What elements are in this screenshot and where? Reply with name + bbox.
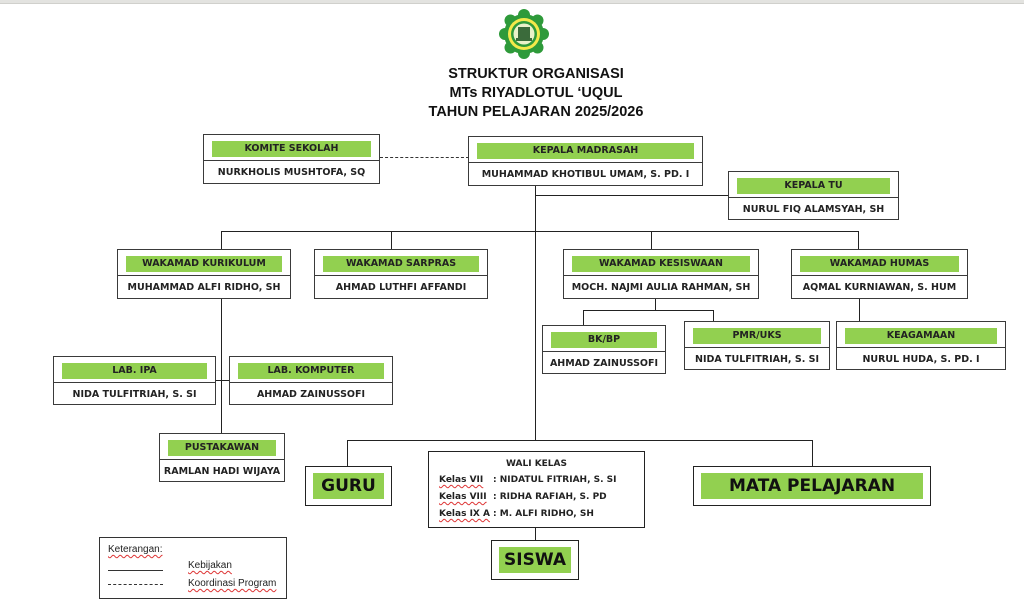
chart-title-line-3: TAHUN PELAJARAN 2025/2026 bbox=[428, 104, 644, 120]
mata-pelajaran-label: MATA PELAJARAN bbox=[701, 473, 923, 499]
wali-kelas-row: Kelas VIII : RIDHA RAFIAH, S. PD bbox=[439, 492, 607, 502]
kesiswaan-sub-bus bbox=[583, 310, 714, 311]
org-box-wakamad-sarpras: WAKAMAD SARPRAS AHMAD LUTHFI AFFANDI bbox=[314, 249, 488, 299]
org-box-lab-komputer: LAB. KOMPUTER AHMAD ZAINUSSOFI bbox=[229, 356, 393, 405]
person-name: AHMAD ZAINUSSOFI bbox=[256, 388, 366, 400]
line-to-kepala-tu bbox=[535, 195, 728, 196]
legend-solid-line bbox=[108, 570, 163, 571]
line-to-sarpras bbox=[391, 231, 392, 249]
role-label: KEPALA TU bbox=[737, 178, 890, 194]
role-label: PUSTAKAWAN bbox=[168, 440, 276, 456]
siswa-label: SISWA bbox=[499, 547, 571, 573]
main-trunk-line bbox=[535, 185, 536, 440]
person-name: MUHAMMAD ALFI RIDHO, SH bbox=[127, 282, 281, 293]
person-name: AQMAL KURNIAWAN, S. HUM bbox=[802, 282, 957, 293]
role-label: KOMITE SEKOLAH bbox=[212, 141, 371, 157]
guru-label: GURU bbox=[313, 473, 384, 499]
line-to-guru bbox=[347, 440, 348, 466]
person-name: NIDA TULFITRIAH, S. SI bbox=[72, 388, 197, 400]
role-label: LAB. IPA bbox=[62, 363, 207, 379]
role-label: WAKAMAD HUMAS bbox=[800, 256, 959, 272]
person-name: RAMLAN HADI WIJAYA bbox=[163, 465, 281, 477]
lab-connector-line bbox=[215, 380, 230, 381]
person-name: AHMAD LUTHFI AFFANDI bbox=[335, 282, 467, 293]
legend-title: Keterangan: bbox=[108, 544, 163, 555]
wakamad-bus-line bbox=[221, 231, 858, 232]
org-box-keagamaan: KEAGAMAAN NURUL HUDA, S. PD. I bbox=[836, 321, 1006, 370]
guru-box: GURU bbox=[305, 466, 392, 506]
coordination-line-komite bbox=[380, 157, 469, 158]
siswa-box: SISWA bbox=[491, 540, 579, 580]
person-name: AHMAD ZAINUSSOFI bbox=[549, 357, 659, 369]
wali-kelas-box: WALI KELAS Kelas VII : NIDATUL FITRIAH, S… bbox=[428, 451, 645, 528]
line-to-kesiswaan bbox=[651, 231, 652, 249]
legend-label-kebijakan: Kebijakan bbox=[188, 560, 232, 571]
person-name: NIDA TULFITRIAH, S. SI bbox=[695, 353, 819, 365]
wali-name: : NIDATUL FITRIAH, S. SI bbox=[493, 475, 617, 485]
line-to-mata-pelajaran bbox=[812, 440, 813, 466]
role-label: WAKAMAD KESISWAAN bbox=[572, 256, 750, 272]
wali-name: : M. ALFI RIDHO, SH bbox=[493, 509, 594, 519]
legend-label-koordinasi: Koordinasi Program bbox=[188, 578, 277, 589]
line-to-keagamaan bbox=[859, 298, 860, 321]
org-box-bk-bp: BK/BP AHMAD ZAINUSSOFI bbox=[542, 325, 666, 374]
person-name: NURKHOLIS MUSHTOFA, SQ bbox=[217, 167, 366, 178]
wali-kelas-title: WALI KELAS bbox=[505, 459, 567, 469]
bottom-bus-line bbox=[347, 440, 813, 441]
org-box-kepala-tu: KEPALA TU NURUL FIQ ALAMSYAH, SH bbox=[728, 171, 899, 220]
org-box-lab-ipa: LAB. IPA NIDA TULFITRIAH, S. SI bbox=[53, 356, 216, 405]
line-to-siswa bbox=[535, 528, 536, 540]
org-box-wakamad-kurikulum: WAKAMAD KURIKULUM MUHAMMAD ALFI RIDHO, S… bbox=[117, 249, 291, 299]
person-name: MOCH. NAJMI AULIA RAHMAN, SH bbox=[571, 282, 751, 293]
legend-box: Keterangan: Kebijakan Koordinasi Program bbox=[99, 537, 287, 599]
org-box-pmr-uks: PMR/UKS NIDA TULFITRIAH, S. SI bbox=[684, 321, 830, 370]
kelas-label: Kelas IX A bbox=[439, 509, 490, 519]
chart-title-line-2: MTs RIYADLOTUL ‘UQUL bbox=[449, 85, 623, 101]
line-to-humas bbox=[858, 231, 859, 249]
wali-name: : RIDHA RAFIAH, S. PD bbox=[493, 492, 607, 502]
line-to-kurikulum bbox=[221, 231, 222, 249]
kelas-label: Kelas VIII bbox=[439, 492, 487, 502]
window-top-border bbox=[0, 0, 1024, 4]
chart-title-line-1: STRUKTUR ORGANISASI bbox=[448, 66, 624, 82]
kelas-label: Kelas VII bbox=[439, 475, 484, 485]
role-label: KEAGAMAAN bbox=[845, 328, 997, 344]
org-box-pustakawan: PUSTAKAWAN RAMLAN HADI WIJAYA bbox=[159, 433, 285, 482]
person-name: NURUL FIQ ALAMSYAH, SH bbox=[742, 203, 885, 215]
legend-dashed-line bbox=[108, 584, 163, 585]
org-box-wakamad-kesiswaan: WAKAMAD KESISWAAN MOCH. NAJMI AULIA RAHM… bbox=[563, 249, 759, 299]
org-box-kepala-madrasah: KEPALA MADRASAH MUHAMMAD KHOTIBUL UMAM, … bbox=[468, 136, 703, 186]
wali-kelas-row: Kelas VII : NIDATUL FITRIAH, S. SI bbox=[439, 475, 617, 485]
school-emblem-icon bbox=[499, 9, 549, 59]
mata-pelajaran-box: MATA PELAJARAN bbox=[693, 466, 931, 506]
line-to-bkbp bbox=[583, 310, 584, 326]
role-label: PMR/UKS bbox=[693, 328, 821, 344]
role-label: KEPALA MADRASAH bbox=[477, 143, 694, 159]
role-label: BK/BP bbox=[551, 332, 657, 348]
role-label: WAKAMAD SARPRAS bbox=[323, 256, 479, 272]
org-box-wakamad-humas: WAKAMAD HUMAS AQMAL KURNIAWAN, S. HUM bbox=[791, 249, 968, 299]
org-box-komite-sekolah: KOMITE SEKOLAH NURKHOLIS MUSHTOFA, SQ bbox=[203, 134, 380, 184]
person-name: MUHAMMAD KHOTIBUL UMAM, S. PD. I bbox=[481, 169, 690, 180]
kesiswaan-down-line bbox=[655, 298, 656, 310]
role-label: WAKAMAD KURIKULUM bbox=[126, 256, 282, 272]
kurikulum-down-line bbox=[221, 298, 222, 433]
role-label: LAB. KOMPUTER bbox=[238, 363, 384, 379]
wali-kelas-row: Kelas IX A: M. ALFI RIDHO, SH bbox=[439, 509, 594, 519]
line-to-pmruks bbox=[713, 310, 714, 321]
person-name: NURUL HUDA, S. PD. I bbox=[862, 353, 980, 365]
